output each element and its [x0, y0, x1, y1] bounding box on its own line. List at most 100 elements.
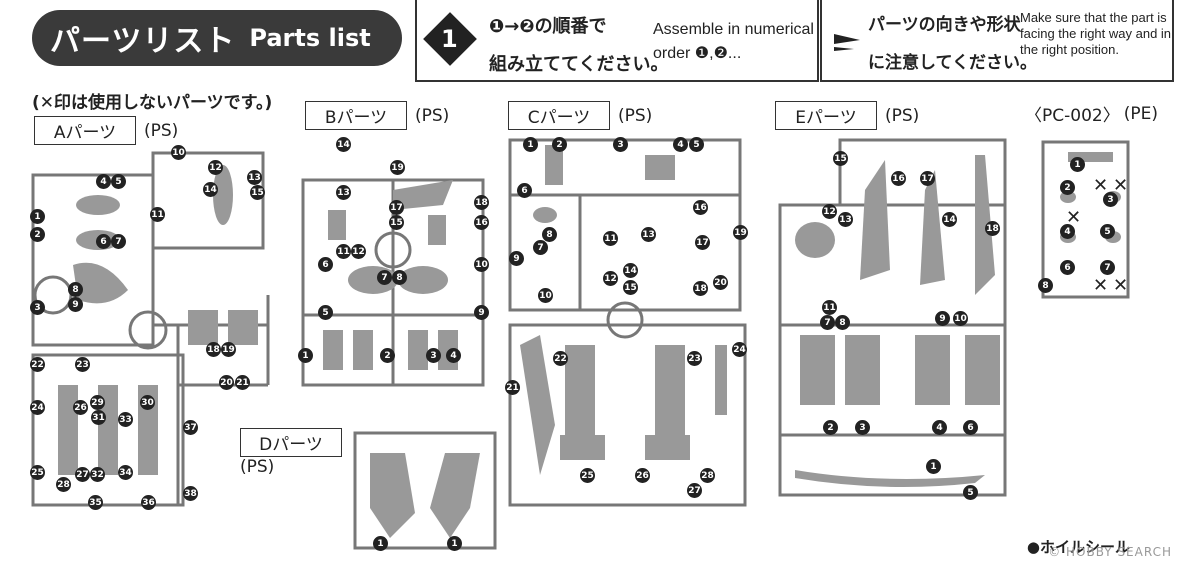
part-number-pc1: 1: [1070, 157, 1085, 172]
runner-c: 1 2 3 4 5 6 16 11 13 8 7 19 17 9 14 12 1…: [505, 135, 750, 510]
step-number: 1: [441, 25, 458, 53]
part-number-e7: 7: [820, 315, 835, 330]
part-a-material: (PS): [144, 120, 179, 141]
part-number-c20: 20: [713, 275, 728, 290]
orientation-arrow-icon: [834, 34, 860, 51]
part-d-material: (PS): [240, 457, 275, 477]
part-number-e17: 17: [920, 171, 935, 186]
parts-list-title: パーツリスト Parts list: [32, 10, 402, 66]
part-number-a36: 36: [141, 495, 156, 510]
part-number-c3: 3: [613, 137, 628, 152]
part-number-a3: 3: [30, 300, 45, 315]
instruction2-jp-line2: に注意してください。: [868, 53, 1037, 73]
part-number-pc5: 5: [1100, 224, 1115, 239]
part-number-c23: 23: [687, 351, 702, 366]
part-number-b9: 9: [474, 305, 489, 320]
watermark: © HOBBY SEARCH: [1048, 545, 1172, 559]
part-number-e2: 2: [823, 420, 838, 435]
part-pc-label: 〈PC-002〉 (PE): [1025, 101, 1158, 127]
part-pc-name: 〈PC-002〉: [1025, 106, 1120, 126]
part-number-a18: 18: [206, 342, 221, 357]
runner-pc002: 1 2 3 4 5 6 7 8 ✕ ✕ ✕ ✕ ✕: [1038, 137, 1138, 302]
part-number-c16: 16: [693, 200, 708, 215]
title-jp: パーツリスト: [50, 24, 236, 59]
instruction2-en-line2: facing the right way and in: [1020, 26, 1172, 41]
part-e-name: Eパーツ: [775, 101, 877, 130]
part-number-b15: 15: [389, 215, 404, 230]
part-number-e9: 9: [935, 311, 950, 326]
part-a-name: Aパーツ: [34, 116, 136, 145]
part-number-e10: 10: [953, 311, 968, 326]
part-number-b19: 19: [390, 160, 405, 175]
part-number-c1: 1: [523, 137, 538, 152]
part-e-label: Eパーツ (PS): [775, 101, 919, 130]
part-number-a10: 10: [171, 145, 186, 160]
part-number-b16: 16: [474, 215, 489, 230]
part-number-b6: 6: [318, 257, 333, 272]
instruction2-jp-line1: パーツの向きや形状: [868, 15, 1021, 35]
part-number-c12: 12: [603, 271, 618, 286]
unused-mark-icon: ✕: [1113, 275, 1129, 296]
part-number-c2: 2: [552, 137, 567, 152]
instruction-box-order: 1 ❶→❷の順番で 組み立ててください。 Assemble in numeric…: [415, 0, 819, 82]
part-number-c18: 18: [693, 281, 708, 296]
part-number-c28: 28: [700, 468, 715, 483]
part-number-a12: 12: [208, 160, 223, 175]
part-number-a7: 7: [111, 234, 126, 249]
part-number-b3: 3: [426, 348, 441, 363]
part-number-a34: 34: [118, 465, 133, 480]
part-number-a35: 35: [88, 495, 103, 510]
part-c-name: Cパーツ: [508, 101, 610, 130]
part-number-c13: 13: [641, 227, 656, 242]
part-number-a22: 22: [30, 357, 45, 372]
unused-mark-icon: ✕: [1093, 275, 1109, 296]
part-number-pc2: 2: [1060, 180, 1075, 195]
part-number-c4: 4: [673, 137, 688, 152]
part-number-d1a: 1: [373, 536, 388, 551]
part-number-a11: 11: [150, 207, 165, 222]
part-number-c27: 27: [687, 483, 702, 498]
part-pc-material: (PE): [1123, 103, 1158, 124]
runner-c-drawing: [508, 138, 747, 507]
part-number-a37: 37: [183, 420, 198, 435]
unused-mark-icon: ✕: [1066, 207, 1082, 228]
part-number-b11: 11: [336, 244, 351, 259]
title-en: Parts list: [249, 24, 371, 52]
part-number-e16: 16: [891, 171, 906, 186]
part-number-d1b: 1: [447, 536, 462, 551]
part-number-c8: 8: [542, 227, 557, 242]
part-number-e4: 4: [932, 420, 947, 435]
part-number-a2: 2: [30, 227, 45, 242]
part-number-a26: 26: [73, 400, 88, 415]
part-number-e11: 11: [822, 300, 837, 315]
part-number-b4: 4: [446, 348, 461, 363]
part-number-a23: 23: [75, 357, 90, 372]
instruction-box-orientation: パーツの向きや形状 に注意してください。 Make sure that the …: [820, 0, 1174, 82]
part-number-b7: 7: [377, 270, 392, 285]
part-c-material: (PS): [618, 105, 653, 126]
part-number-a13: 13: [247, 170, 262, 185]
part-number-c11: 11: [603, 231, 618, 246]
part-number-c22: 22: [553, 351, 568, 366]
part-number-pc6: 6: [1060, 260, 1075, 275]
part-number-b1: 1: [298, 348, 313, 363]
part-number-a14: 14: [203, 182, 218, 197]
part-number-e13: 13: [838, 212, 853, 227]
part-number-a25: 25: [30, 465, 45, 480]
part-number-b5: 5: [318, 305, 333, 320]
runner-b: 14 19 13 18 17 15 16 11 12 6 10 7 8 5 9 …: [298, 135, 493, 395]
part-a-label: Aパーツ (PS): [34, 116, 178, 145]
runner-a: 10 13 12 14 15 11 4 5 1 2 6 7 8 9 3 18 1…: [28, 145, 273, 515]
unused-mark-icon: ✕: [1093, 175, 1109, 196]
part-number-c21: 21: [505, 380, 520, 395]
part-number-c24: 24: [732, 342, 747, 357]
part-number-e12: 12: [822, 204, 837, 219]
part-d-name: Dパーツ: [240, 428, 342, 457]
part-number-a19: 19: [221, 342, 236, 357]
part-number-b10: 10: [474, 257, 489, 272]
part-number-a15: 15: [250, 185, 265, 200]
step-diamond: 1: [423, 12, 477, 66]
part-b-label: Bパーツ (PS): [305, 101, 449, 130]
part-b-name: Bパーツ: [305, 101, 407, 130]
part-number-a29: 29: [90, 395, 105, 410]
